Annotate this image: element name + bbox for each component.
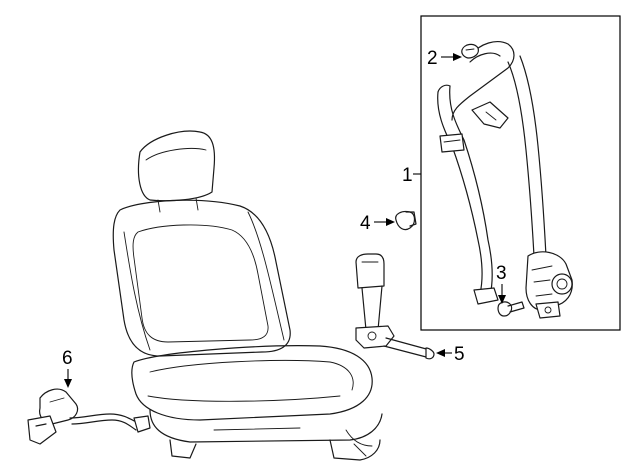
callout-5-label: 5 <box>454 344 465 365</box>
callout-1-label: 1 <box>402 165 413 186</box>
callout-6-label: 6 <box>62 348 73 369</box>
push-pin-4 <box>395 210 417 231</box>
assembly-frame <box>420 15 621 331</box>
callout-3: 3 <box>496 263 507 304</box>
callout-3-label: 3 <box>496 263 507 284</box>
callout-6: 6 <box>62 348 73 388</box>
seat-illustration <box>112 130 383 461</box>
callout-1: 1 <box>402 165 421 186</box>
buckle-6 <box>27 388 151 445</box>
callout-5: 5 <box>436 344 465 365</box>
bolt-2 <box>461 43 479 59</box>
buckle-5 <box>355 253 435 360</box>
callout-4-label: 4 <box>360 213 371 234</box>
seat-belt-assembly <box>437 41 573 319</box>
bolt-3 <box>497 301 525 317</box>
callout-2: 2 <box>427 48 462 69</box>
callout-2-label: 2 <box>427 48 438 69</box>
callout-4: 4 <box>360 213 395 234</box>
